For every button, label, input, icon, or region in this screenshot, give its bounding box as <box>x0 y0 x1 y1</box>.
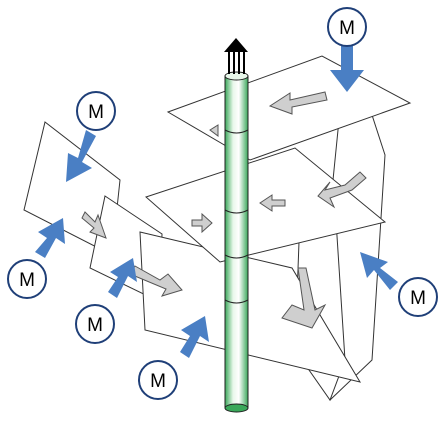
label-m-text: M <box>339 18 355 39</box>
central-pole <box>224 71 249 413</box>
label-m-text: M <box>87 315 103 336</box>
gray-flow-arrow-icon <box>268 91 328 115</box>
label-m-text: M <box>410 288 426 309</box>
gray-flow-arrows <box>81 91 367 329</box>
blue-force-arrow-icon <box>35 218 65 258</box>
blue-force-arrow-icon <box>360 252 398 290</box>
label-m-bottom: M <box>138 360 178 400</box>
gray-flow-arrow-icon <box>209 124 219 137</box>
blue-force-arrow-icon <box>180 316 209 358</box>
label-m-left-lower: M <box>7 259 47 299</box>
gray-flow-arrow-icon <box>317 171 367 209</box>
label-m-top: M <box>327 7 367 47</box>
blue-force-arrows <box>35 42 398 358</box>
label-m-left-upper: M <box>76 91 116 131</box>
blue-force-arrow-icon <box>66 130 96 182</box>
label-m-right: M <box>398 277 438 317</box>
label-m-text: M <box>150 371 166 392</box>
blue-force-arrow-icon <box>108 258 137 298</box>
label-m-text: M <box>19 270 35 291</box>
upward-arrow-bundle-icon <box>224 38 248 74</box>
label-m-center-left: M <box>75 304 115 344</box>
gray-flow-arrow-icon <box>259 194 286 212</box>
blue-force-arrow-icon <box>330 42 364 92</box>
gray-flow-arrow-icon <box>281 267 327 329</box>
label-m-text: M <box>88 102 104 123</box>
gray-flow-arrow-icon <box>81 211 107 239</box>
gray-flow-arrow-icon <box>191 212 213 234</box>
